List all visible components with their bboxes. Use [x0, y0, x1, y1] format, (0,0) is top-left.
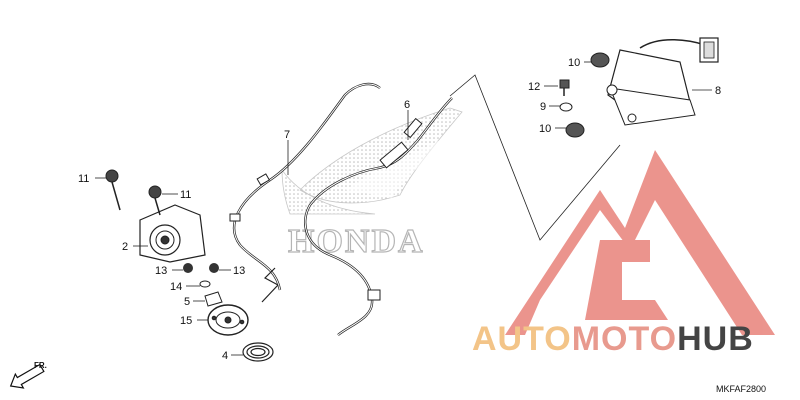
bolt-12: [559, 79, 570, 96]
callout-10-b: 10: [539, 123, 551, 135]
callout-7: 7: [284, 129, 290, 141]
clip-5: [204, 291, 223, 307]
callout-9: 9: [540, 101, 546, 113]
callout-8: 8: [715, 85, 721, 97]
control-unit-8: [606, 37, 719, 126]
washer-9: [559, 102, 573, 112]
leader-group-line: [449, 74, 621, 241]
callout-11-b: 11: [180, 189, 191, 201]
nut-13-a: [183, 263, 193, 273]
leader-lines: [95, 61, 712, 356]
callout-13-b: 13: [233, 265, 245, 277]
diagram-code: MKFAF2800: [716, 384, 766, 394]
callout-2: 2: [122, 241, 128, 253]
direction-label: FR.: [34, 361, 47, 370]
grommet-10-b: [565, 122, 585, 138]
direction-arrow-icon: [9, 363, 45, 389]
cable-6: [303, 97, 453, 336]
callout-10-a: 10: [568, 57, 580, 69]
watermark-auto: AUTO: [472, 320, 572, 358]
washer-14: [199, 280, 211, 288]
watermark-moto: MOTO: [572, 320, 677, 358]
spring-4: [242, 342, 274, 362]
callout-15: 15: [180, 315, 192, 327]
part-2-actuator: [139, 204, 206, 263]
callout-6: 6: [404, 99, 410, 111]
cable-7: [229, 82, 381, 303]
callout-13-a: 13: [155, 265, 167, 277]
callout-14: 14: [170, 281, 182, 293]
grommet-10-a: [590, 52, 610, 68]
svg-text:AUTOMOTOHUB: AUTOMOTOHUB: [472, 320, 754, 358]
honda-wordmark: HONDA: [288, 223, 425, 260]
honda-wing-logo: HONDA: [281, 107, 463, 261]
callout-11-a: 11: [78, 173, 89, 185]
pulley-15: [207, 304, 249, 336]
callout-5: 5: [184, 296, 190, 308]
part-callouts: 11 11 2 13 13 14 5 15 4 7 6 10 12 9 10 8: [78, 57, 721, 362]
bolt-11-a: [105, 169, 121, 211]
nut-13-b: [209, 263, 219, 273]
automotohub-triangle-logo: [505, 150, 775, 335]
watermark-hub: HUB: [677, 320, 754, 358]
callout-12: 12: [528, 81, 540, 93]
callout-4: 4: [222, 350, 228, 362]
bolt-11-b: [148, 185, 162, 216]
